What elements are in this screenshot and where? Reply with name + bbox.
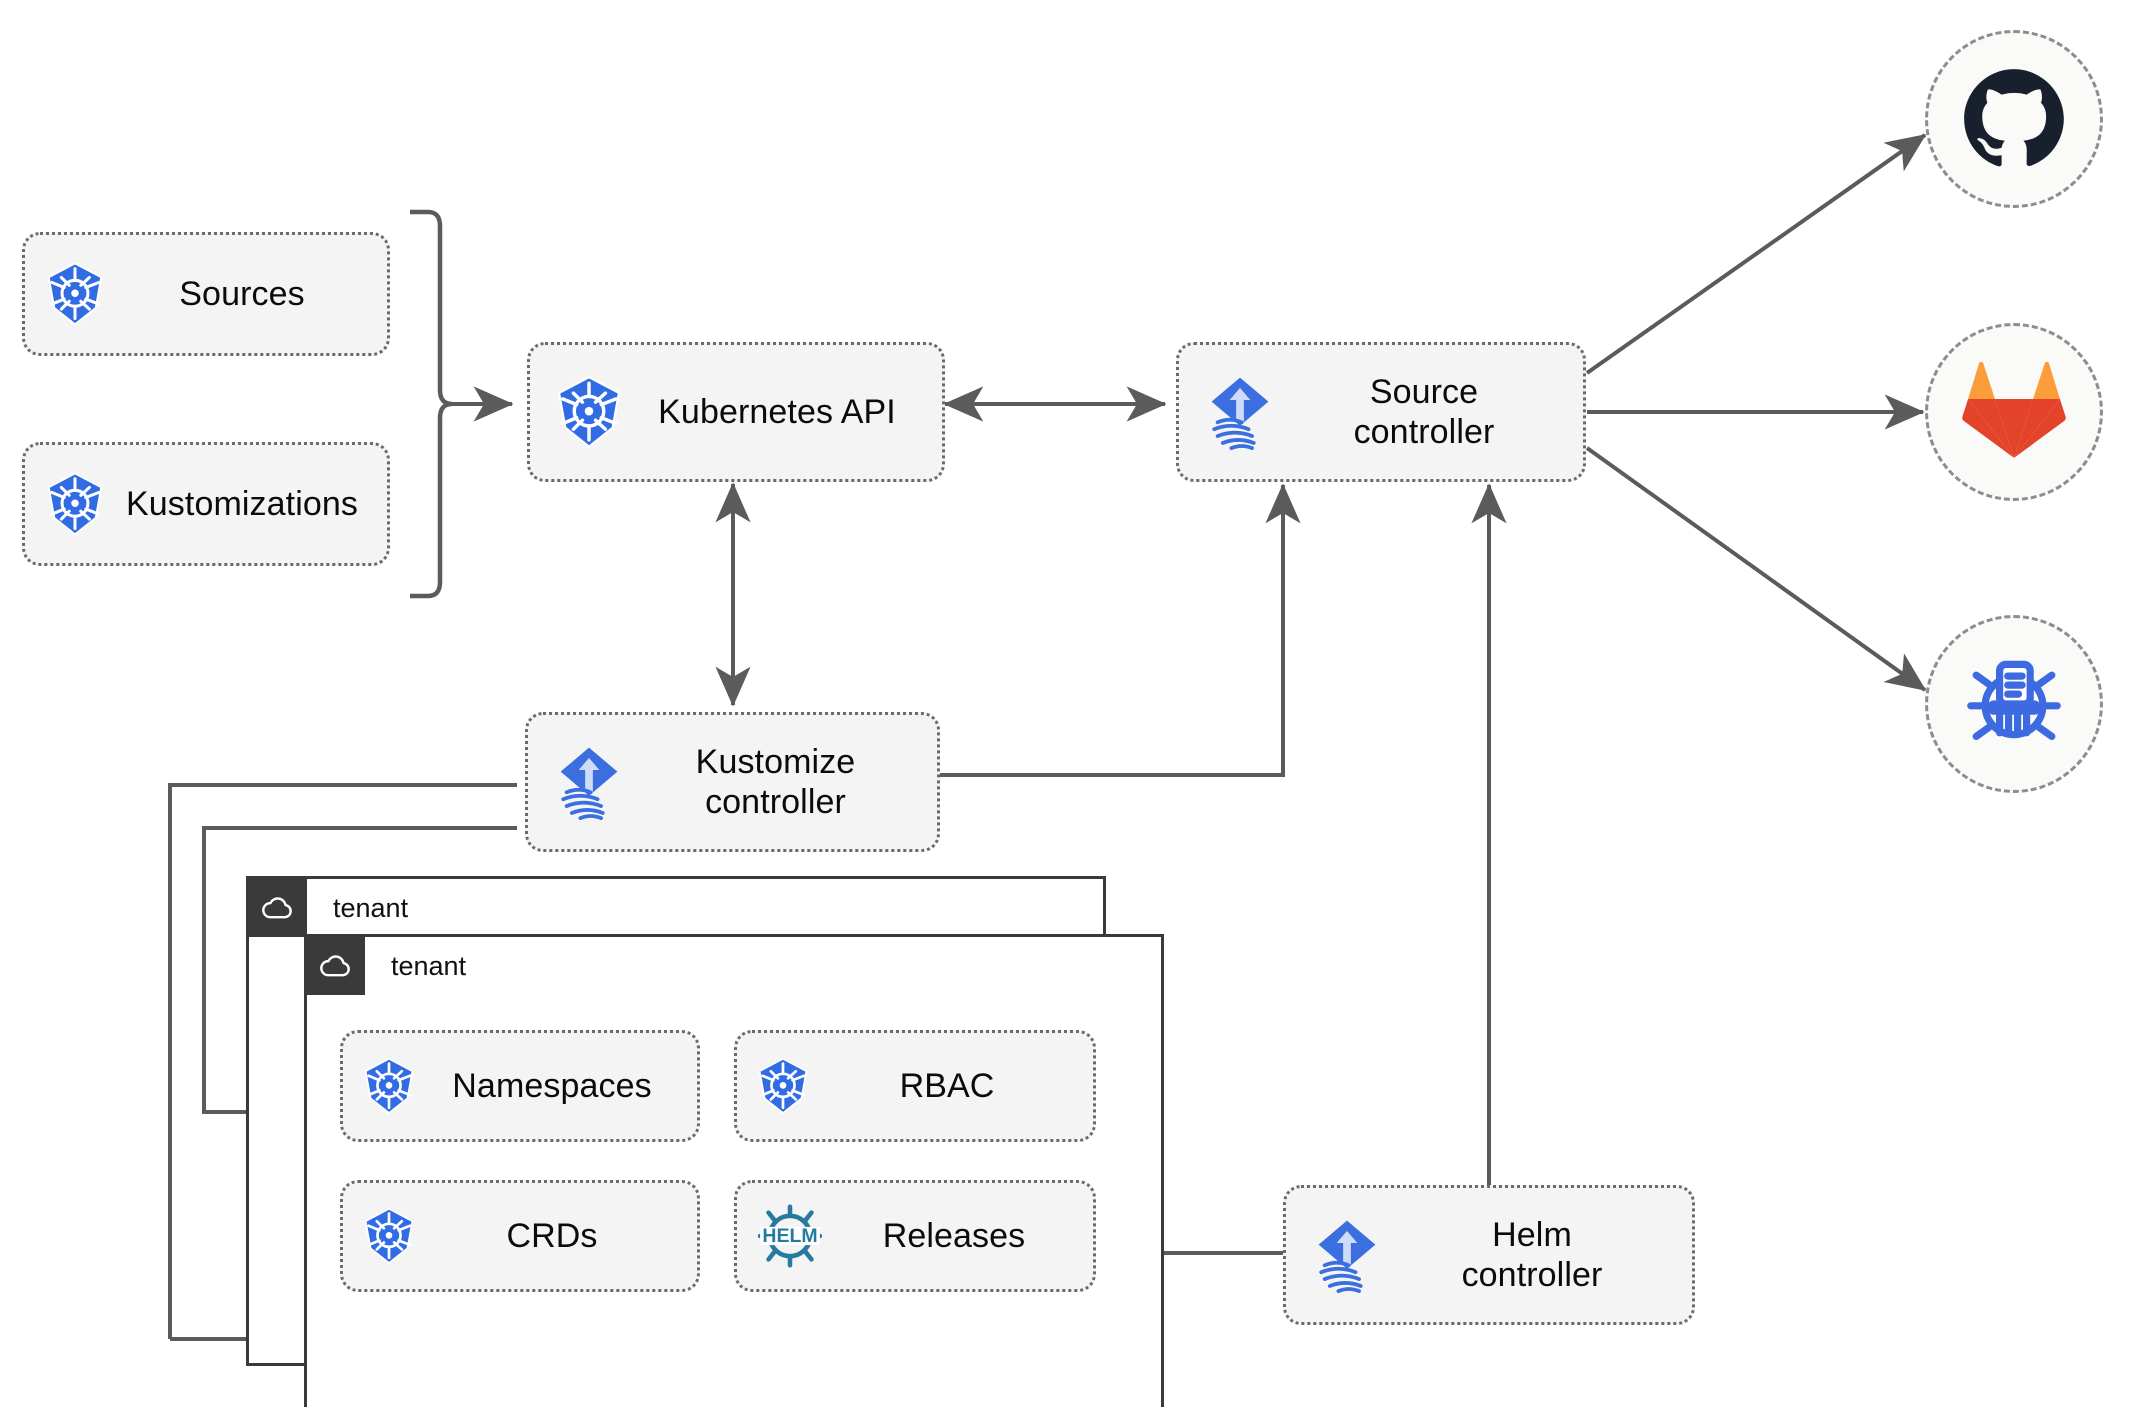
node-crds[interactable]: CRDs bbox=[340, 1180, 700, 1292]
node-kustomize-controller[interactable]: Kustomize controller bbox=[525, 712, 940, 852]
provider-helm-repository[interactable] bbox=[1925, 615, 2103, 793]
kubernetes-icon bbox=[357, 1204, 421, 1268]
kubernetes-icon bbox=[548, 371, 630, 453]
helm-wordmark: HELM bbox=[762, 1225, 817, 1247]
tenant-titlebar: tenant bbox=[249, 879, 408, 937]
flux-icon bbox=[1304, 1212, 1390, 1298]
tenant-titlebar: tenant bbox=[307, 937, 466, 995]
kubernetes-icon bbox=[39, 258, 111, 330]
provider-gitlab[interactable] bbox=[1925, 323, 2103, 501]
node-label: Kustomizations bbox=[126, 484, 358, 523]
node-namespaces[interactable]: Namespaces bbox=[340, 1030, 700, 1142]
gitlab-icon bbox=[1962, 362, 2066, 458]
node-label: Helm controller bbox=[1461, 1215, 1603, 1294]
github-icon bbox=[1964, 69, 2064, 167]
node-label: RBAC bbox=[899, 1066, 995, 1105]
helm-repository-icon bbox=[1967, 660, 2061, 740]
kubernetes-icon bbox=[751, 1054, 815, 1118]
node-label: Releases bbox=[882, 1216, 1026, 1255]
node-label: Sources bbox=[179, 274, 305, 313]
node-sources[interactable]: Sources bbox=[22, 232, 390, 356]
node-rbac[interactable]: RBAC bbox=[734, 1030, 1096, 1142]
tenant-label: tenant bbox=[333, 892, 409, 923]
provider-github[interactable] bbox=[1925, 30, 2103, 208]
node-releases[interactable]: HELM Releases bbox=[734, 1180, 1096, 1292]
flux-icon bbox=[1197, 369, 1283, 455]
helm-icon: HELM bbox=[751, 1202, 829, 1270]
node-label: Source controller bbox=[1353, 372, 1495, 451]
node-label: Namespaces bbox=[452, 1066, 652, 1105]
node-helm-controller[interactable]: Helm controller bbox=[1283, 1185, 1695, 1325]
kubernetes-icon bbox=[357, 1054, 421, 1118]
node-source-controller[interactable]: Source controller bbox=[1176, 342, 1586, 482]
kubernetes-icon bbox=[39, 468, 111, 540]
tenant-label: tenant bbox=[391, 950, 467, 981]
tenant-window-front[interactable]: tenant bbox=[304, 934, 1164, 1407]
node-kustomizations[interactable]: Kustomizations bbox=[22, 442, 390, 566]
node-label: Kubernetes API bbox=[658, 392, 896, 431]
node-label: CRDs bbox=[506, 1216, 598, 1255]
flux-icon bbox=[546, 739, 632, 825]
node-kubernetes-api[interactable]: Kubernetes API bbox=[527, 342, 945, 482]
cloud-icon bbox=[249, 879, 307, 937]
cloud-icon bbox=[307, 937, 365, 995]
node-label: Kustomize controller bbox=[695, 742, 856, 821]
